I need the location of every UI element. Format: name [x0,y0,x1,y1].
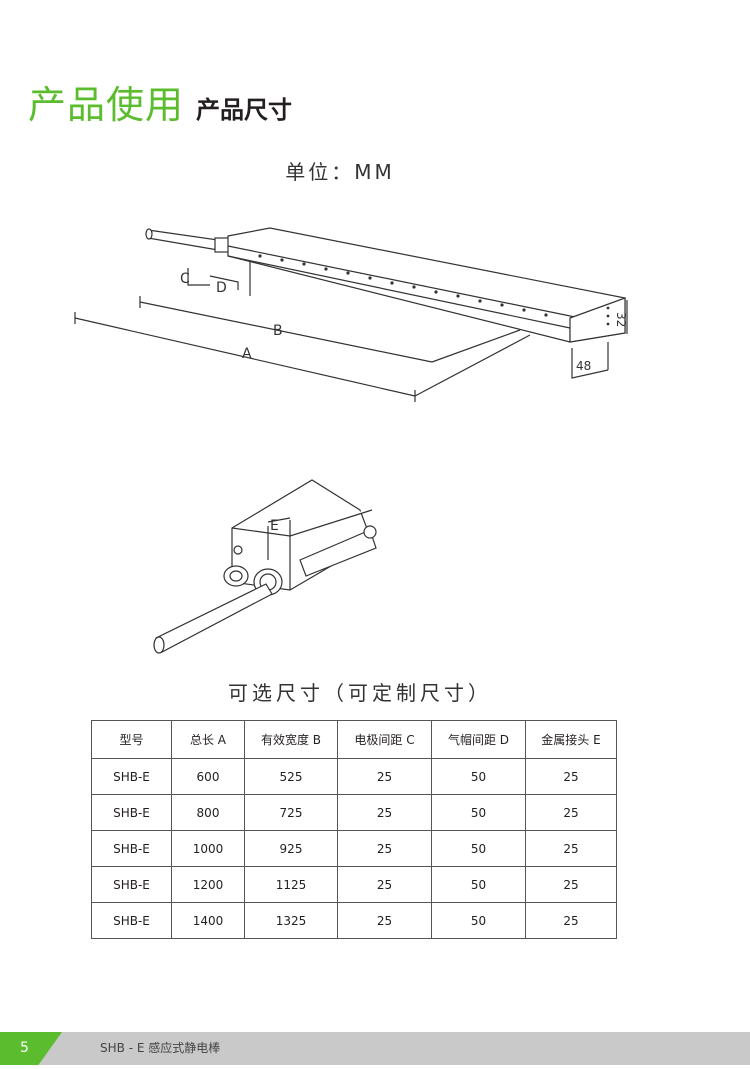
table-cell: 50 [431,902,526,939]
table-cell: 25 [525,866,617,903]
table-cell: 1125 [244,866,338,903]
table-cell: 25 [337,758,432,795]
table-header-row: 型号 总长 A 有效宽度 B 电极间距 C 气帽间距 D 金属接头 E [91,720,617,759]
label-32: 32 [614,312,628,327]
table-cell: 1400 [171,902,245,939]
table-cell: SHB-E [91,902,172,939]
page-heading: 产品使用 产品尺寸 [28,74,292,129]
table-cell: 50 [431,866,526,903]
table-cell: 25 [337,830,432,867]
table-cell: 25 [525,902,617,939]
footer-title: SHB - E 感应式静电棒 [100,1041,221,1055]
table-cell: 25 [525,758,617,795]
table-cell: SHB-E [91,866,172,903]
heading-main: 产品使用 [28,83,185,127]
table-cell: 1325 [244,902,338,939]
table-row: SHB-E 600 525 25 50 25 [91,758,617,795]
table-cell: 50 [431,758,526,795]
table-cell: 725 [244,794,338,831]
table-title: 可选尺寸（可定制尺寸） [228,681,492,705]
bar-dimension-drawing: A B C D 48 32 [74,227,628,402]
label-d: D [216,280,227,296]
header-cell: 型号 [91,720,172,759]
label-e: E [270,518,279,534]
table-cell: 600 [171,758,245,795]
header-cell: 总长 A [171,720,245,759]
table-cell: 25 [337,902,432,939]
unit-label: 单位：MM [285,160,395,184]
fitting-detail-drawing: E [153,479,377,654]
table-cell: 25 [525,794,617,831]
table-cell: 25 [337,794,432,831]
table-cell: 525 [244,758,338,795]
table-cell: SHB-E [91,794,172,831]
table-row: SHB-E 1000 925 25 50 25 [91,830,617,867]
label-b: B [273,323,283,339]
table-cell: SHB-E [91,758,172,795]
heading-sub: 产品尺寸 [196,96,293,124]
table-row: SHB-E 800 725 25 50 25 [91,794,617,831]
table-cell: 800 [171,794,245,831]
table-row: SHB-E 1200 1125 25 50 25 [91,866,617,903]
header-cell: 电极间距 C [337,720,432,759]
header-cell: 有效宽度 B [244,720,338,759]
label-48: 48 [576,359,591,373]
table-cell: 50 [431,794,526,831]
size-table: 型号 总长 A 有效宽度 B 电极间距 C 气帽间距 D 金属接头 E SHB-… [91,720,617,939]
table-cell: SHB-E [91,830,172,867]
table-cell: 50 [431,830,526,867]
table-cell: 25 [525,830,617,867]
label-c: C [180,271,190,287]
header-cell: 气帽间距 D [431,720,526,759]
header-cell: 金属接头 E [525,720,617,759]
table-cell: 25 [337,866,432,903]
page-number: 5 [20,1040,29,1056]
label-a: A [242,346,252,362]
table-cell: 1200 [171,866,245,903]
page-number-badge: 5 [0,1032,62,1065]
table-row: SHB-E 1400 1325 25 50 25 [91,902,617,939]
table-cell: 1000 [171,830,245,867]
page-footer: 5 SHB - E 感应式静电棒 [0,1032,750,1065]
table-cell: 925 [244,830,338,867]
